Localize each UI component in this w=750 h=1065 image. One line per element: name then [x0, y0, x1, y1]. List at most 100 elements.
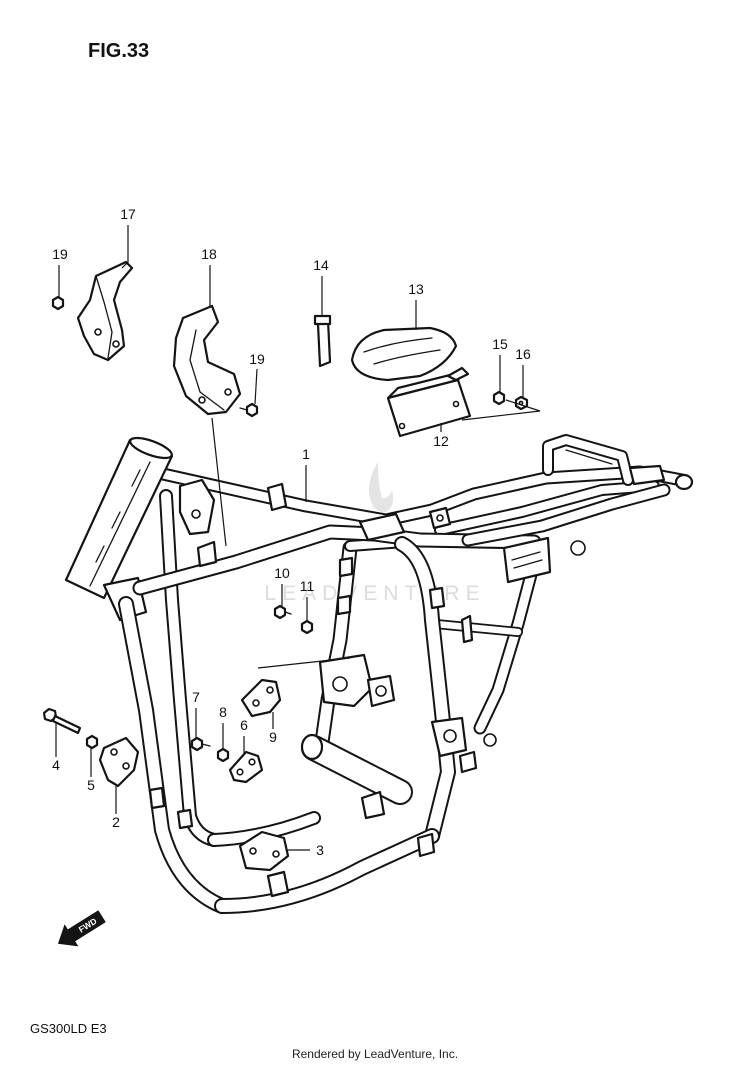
callout-4: 4: [52, 757, 60, 773]
tube-fill: [436, 624, 518, 632]
frame-steering-head: [64, 436, 174, 622]
bracket-hole: [248, 758, 256, 766]
pivot-hole: [483, 733, 497, 747]
reference-line-15-16-to-12: [461, 399, 541, 421]
bracket-part-2: [98, 736, 140, 788]
bolt-head: [492, 390, 506, 406]
frame-part-1: [64, 434, 694, 906]
callout-3: 3: [316, 842, 324, 858]
rear-down-tab: [458, 750, 478, 774]
callout-8: 8: [219, 704, 227, 720]
gusset-hatching: [511, 551, 543, 569]
bolt-shank: [284, 611, 292, 615]
grab-rail-inner-line: [565, 449, 613, 465]
plate-face: [386, 378, 472, 438]
bracket-fold-line: [95, 275, 113, 359]
callout-2: 2: [112, 814, 120, 830]
bracket-hole: [94, 328, 102, 336]
plate-hole: [398, 422, 406, 430]
bracket-part-6: [228, 750, 264, 784]
nut-body: [300, 619, 314, 635]
bracket-hole: [266, 686, 274, 694]
bolt-part-19-right: [239, 402, 259, 418]
bracket-hole: [272, 850, 280, 858]
frame-tube-cross-brace: [436, 614, 518, 644]
leader-lines: [55, 225, 524, 851]
reference-line-18-to-frame: [211, 417, 227, 547]
callout-17: 17: [120, 206, 136, 222]
callout-5: 5: [87, 777, 95, 793]
figure-title: FIG.33: [88, 40, 149, 62]
bolt-head: [190, 736, 204, 752]
bolt-shank: [239, 407, 248, 411]
watermark-text: LEADVENTURE: [264, 582, 485, 605]
bracket-hole: [249, 847, 257, 855]
callout-7: 7: [192, 689, 200, 705]
callout-14: 14: [313, 257, 329, 273]
strap-body: [316, 318, 332, 368]
steering-head-shading: [89, 461, 151, 587]
plate-part-12: [386, 366, 472, 438]
nut-part-11: [300, 619, 314, 635]
bracket-part-18: [172, 304, 242, 416]
watermark-flame-icon: [369, 462, 394, 513]
bracket-body: [228, 750, 264, 784]
bracket-body: [240, 678, 282, 718]
cross-member-end: [300, 733, 324, 761]
rear-gusset-plate: [502, 536, 552, 584]
tail-end-cap: [674, 473, 694, 491]
callout-9: 9: [269, 729, 277, 745]
bolt-part-15: [492, 390, 506, 406]
bracket-fold-line: [189, 329, 225, 411]
callout-1: 1: [302, 446, 310, 462]
bracket-hole: [252, 699, 260, 707]
cradle-tab: [266, 870, 290, 898]
nut-body: [85, 734, 99, 750]
reference-line-9-to-frame: [257, 657, 351, 669]
frame-brackets: [148, 464, 694, 898]
nut-body: [216, 747, 230, 763]
bracket-hole: [224, 388, 232, 396]
bracket-body: [172, 304, 242, 416]
bracket-part-3: [238, 830, 290, 872]
nut-part-8: [216, 747, 230, 763]
reference-lines: [211, 399, 541, 669]
bolt-part-4: [42, 707, 82, 735]
leader-line-19-right: [254, 368, 258, 405]
seat-mount-plate: [358, 512, 406, 542]
top-tube-tab: [266, 482, 288, 512]
plate-hole: [436, 514, 444, 522]
steering-head-top: [129, 436, 173, 460]
callout-10: 10: [274, 565, 290, 581]
cradle-tab: [360, 790, 386, 820]
bolt-shank: [201, 743, 211, 747]
callout-19-right: 19: [249, 351, 265, 367]
frame-swingarm-cross-member: [300, 733, 400, 792]
model-code: GS300LD E3: [30, 1021, 107, 1036]
plate-hole: [191, 509, 201, 519]
bolt-part-19-left: [51, 295, 65, 311]
bracket-hole: [112, 340, 120, 348]
bracket-hole: [122, 762, 130, 770]
cover-part-13: [350, 326, 458, 382]
nut-part-16: [514, 395, 529, 411]
leader-line-17: [121, 225, 129, 269]
bracket-part-9: [240, 678, 282, 718]
callout-13: 13: [408, 281, 424, 297]
callout-16: 16: [515, 346, 531, 362]
bolt-part-10: [273, 604, 292, 620]
frame-grab-rail: [548, 440, 628, 480]
bolt-head: [273, 604, 287, 620]
footer-credit: Rendered by LeadVenture, Inc.: [292, 1047, 458, 1061]
down-tube-tab: [336, 594, 352, 616]
bracket-body: [238, 830, 290, 872]
forward-arrow-icon: FWD: [57, 910, 106, 947]
engine-mount-hole: [375, 685, 387, 697]
bolt-head: [245, 402, 259, 418]
cradle-tab: [416, 832, 436, 858]
callout-6: 6: [240, 717, 248, 733]
bolt-shank: [51, 714, 82, 735]
tube-fill: [314, 748, 400, 792]
frame-tube-far-rear-down-tube: [322, 548, 350, 742]
pivot-hole: [443, 729, 457, 743]
